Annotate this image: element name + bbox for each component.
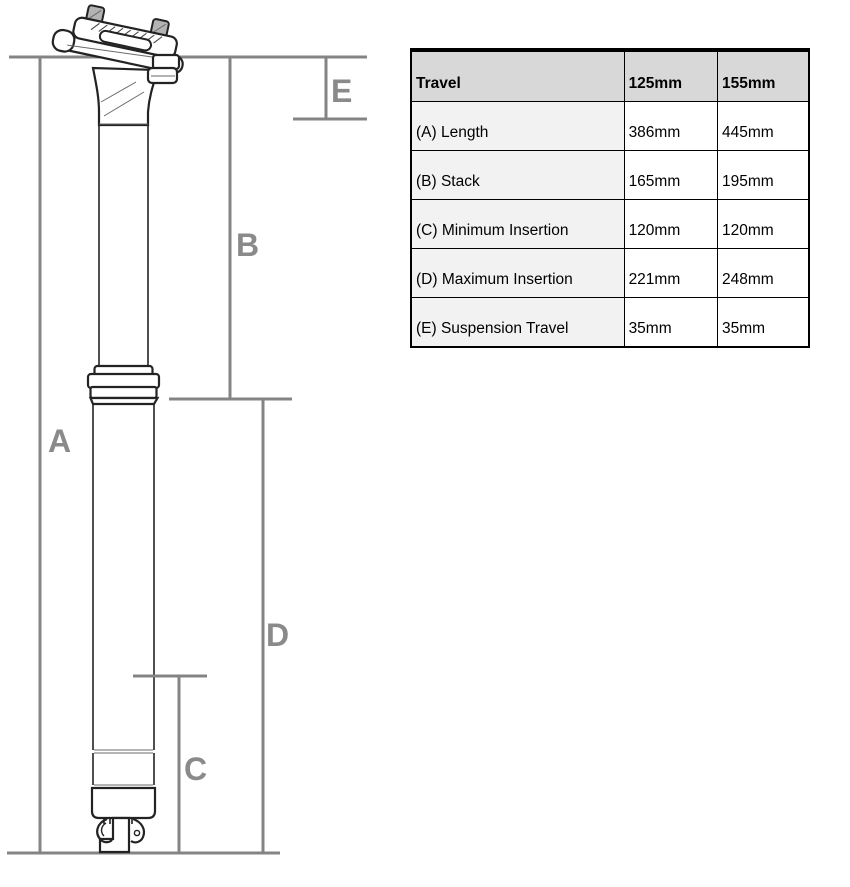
value-155: 120mm xyxy=(717,199,810,249)
table-row: (D) Maximum Insertion 221mm 248mm xyxy=(410,248,810,298)
dimension-lines xyxy=(7,55,367,855)
value-155: 195mm xyxy=(717,150,810,200)
table-header-row: Travel 125mm 155mm xyxy=(410,49,810,102)
value-125: 35mm xyxy=(623,297,719,348)
actuator-hook-right xyxy=(130,817,146,844)
spec-table: Travel 125mm 155mm (A) Length 386mm 445m… xyxy=(410,48,810,348)
header-155mm: 155mm xyxy=(717,49,810,102)
clamp-left-nub xyxy=(51,28,76,53)
value-155: 35mm xyxy=(717,297,810,348)
value-155: 248mm xyxy=(717,248,810,298)
row-label: (A) Length xyxy=(410,101,625,151)
dim-label-a: A xyxy=(48,423,71,459)
table-row: (A) Length 386mm 445mm xyxy=(410,101,810,151)
seatpost-drawing xyxy=(51,4,184,854)
upper-tube xyxy=(98,125,149,367)
dim-label-d: D xyxy=(266,617,289,653)
value-125: 386mm xyxy=(623,101,719,151)
value-125: 221mm xyxy=(623,248,719,298)
value-155: 445mm xyxy=(717,101,810,151)
actuator-foot xyxy=(98,816,131,854)
value-125: 165mm xyxy=(623,150,719,200)
dim-label-b: B xyxy=(236,227,259,263)
table-row: (E) Suspension Travel 35mm 35mm xyxy=(410,297,810,348)
cable-actuator xyxy=(96,816,146,854)
row-label: (C) Minimum Insertion xyxy=(410,199,625,249)
front-bolt-housing xyxy=(146,53,181,85)
header-125mm: 125mm xyxy=(623,49,719,102)
seatpost-diagram: A B C D E xyxy=(7,4,367,855)
value-125: 120mm xyxy=(623,199,719,249)
dim-label-e: E xyxy=(331,73,352,109)
cable-end xyxy=(133,829,141,837)
header-travel: Travel xyxy=(410,49,625,102)
actuator-hook-left xyxy=(96,817,113,844)
row-label: (B) Stack xyxy=(410,150,625,200)
lower-tube xyxy=(92,404,155,789)
table-row: (C) Minimum Insertion 120mm 120mm xyxy=(410,199,810,249)
dim-label-c: C xyxy=(184,751,207,787)
table-row: (B) Stack 165mm 195mm xyxy=(410,150,810,200)
row-label: (E) Suspension Travel xyxy=(410,297,625,348)
seal-collar xyxy=(86,364,161,406)
rail-slot xyxy=(98,29,153,52)
row-label: (D) Maximum Insertion xyxy=(410,248,625,298)
dimension-labels: A B C D E xyxy=(48,73,352,787)
